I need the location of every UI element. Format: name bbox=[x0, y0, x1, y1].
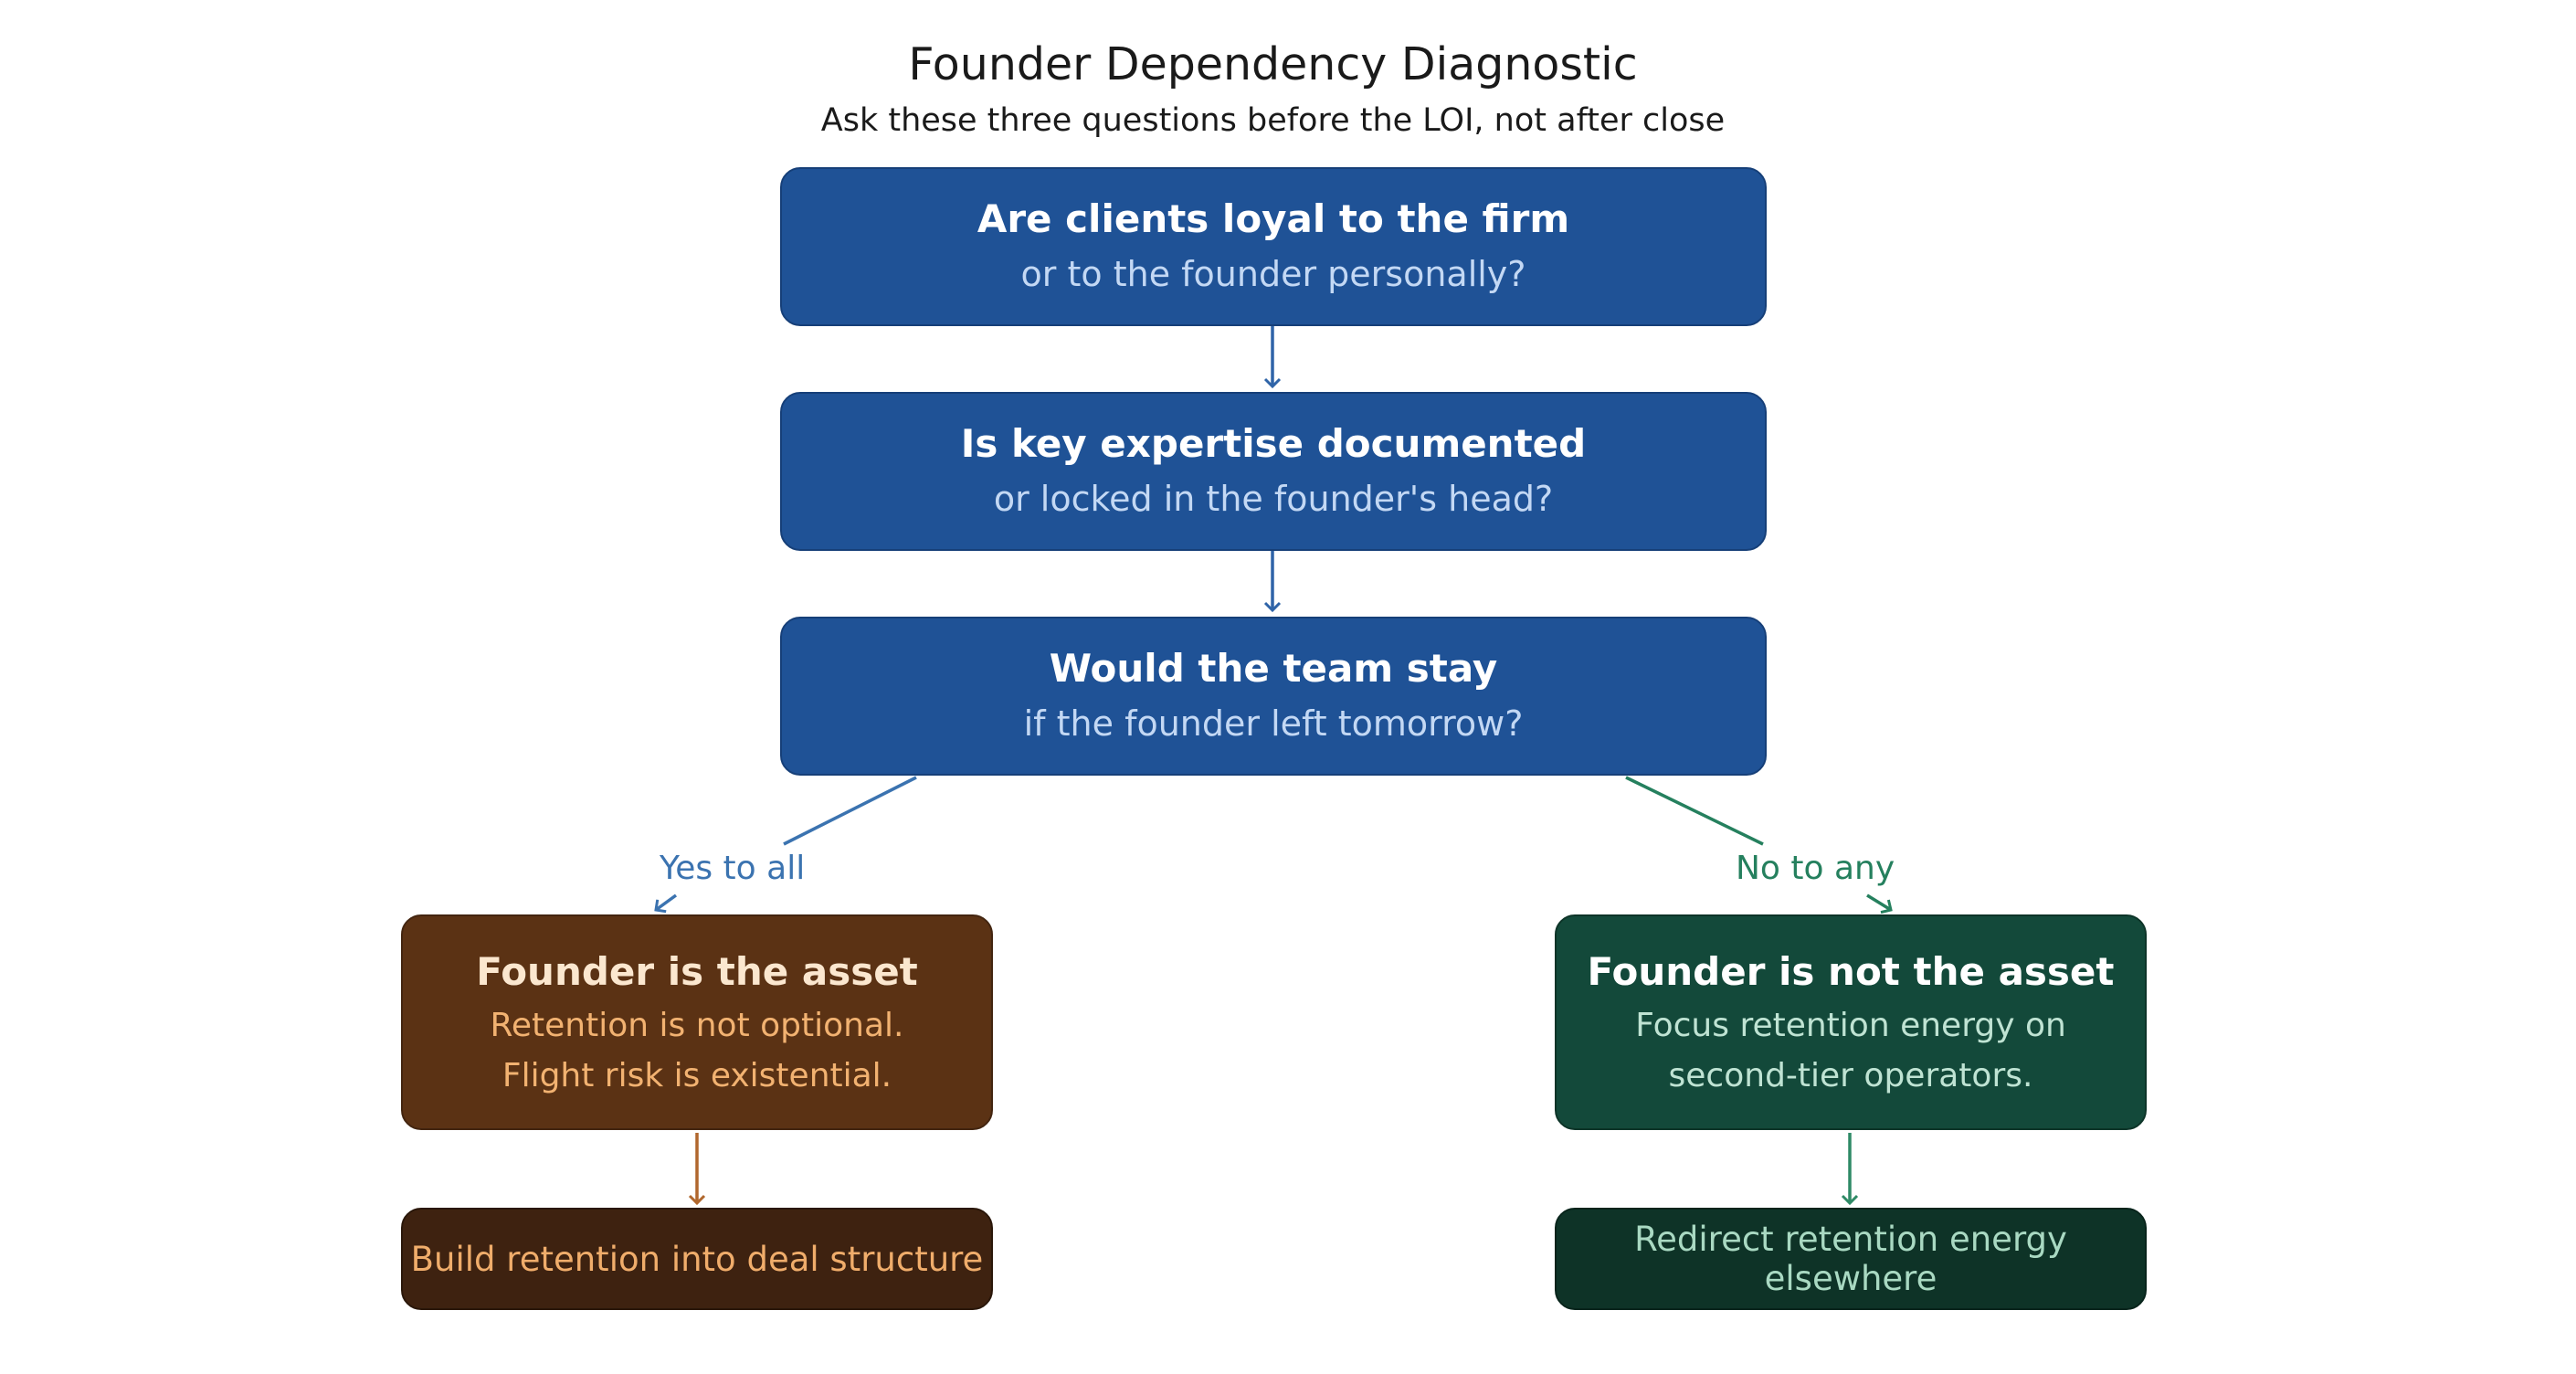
question-node-team: Would the team stay if the founder left … bbox=[780, 617, 1767, 776]
question-subtitle: or locked in the founder's head? bbox=[993, 479, 1554, 519]
diagram-subtitle: Ask these three questions before the LOI… bbox=[820, 102, 1726, 139]
connector-yes-branch-upper bbox=[783, 776, 917, 846]
question-title: Is key expertise documented bbox=[960, 421, 1587, 466]
question-subtitle: or to the founder personally? bbox=[1020, 254, 1526, 294]
outcome-line: second-tier operators. bbox=[1668, 1057, 2033, 1094]
outcome-line: Retention is not optional. bbox=[490, 1007, 904, 1044]
outcome-line: Focus retention energy on bbox=[1635, 1007, 2066, 1044]
yes-branch-label: Yes to all bbox=[660, 850, 806, 887]
diagram-title: Founder Dependency Diagnostic bbox=[908, 38, 1638, 90]
question-subtitle: if the founder left tomorrow? bbox=[1023, 703, 1524, 744]
connector-no-branch-lower bbox=[1866, 893, 1893, 914]
connector-no-branch-upper bbox=[1625, 776, 1764, 846]
connector-yes-branch-lower bbox=[654, 893, 678, 914]
no-branch-label: No to any bbox=[1736, 850, 1895, 887]
question-title: Would the team stay bbox=[1049, 646, 1498, 691]
outcome-title: Founder is not the asset bbox=[1587, 949, 2115, 994]
outcome-line: Flight risk is existential. bbox=[501, 1057, 892, 1094]
outcome-title: Founder is the asset bbox=[476, 949, 918, 994]
action-redirect-retention: Redirect retention energy elsewhere bbox=[1555, 1208, 2147, 1310]
question-node-expertise: Is key expertise documented or locked in… bbox=[780, 392, 1767, 551]
question-node-clients: Are clients loyal to the firm or to the … bbox=[780, 167, 1767, 326]
question-title: Are clients loyal to the firm bbox=[977, 196, 1570, 241]
action-build-retention: Build retention into deal structure bbox=[401, 1208, 993, 1310]
outcome-founder-is-asset: Founder is the asset Retention is not op… bbox=[401, 914, 993, 1130]
outcome-founder-not-asset: Founder is not the asset Focus retention… bbox=[1555, 914, 2147, 1130]
